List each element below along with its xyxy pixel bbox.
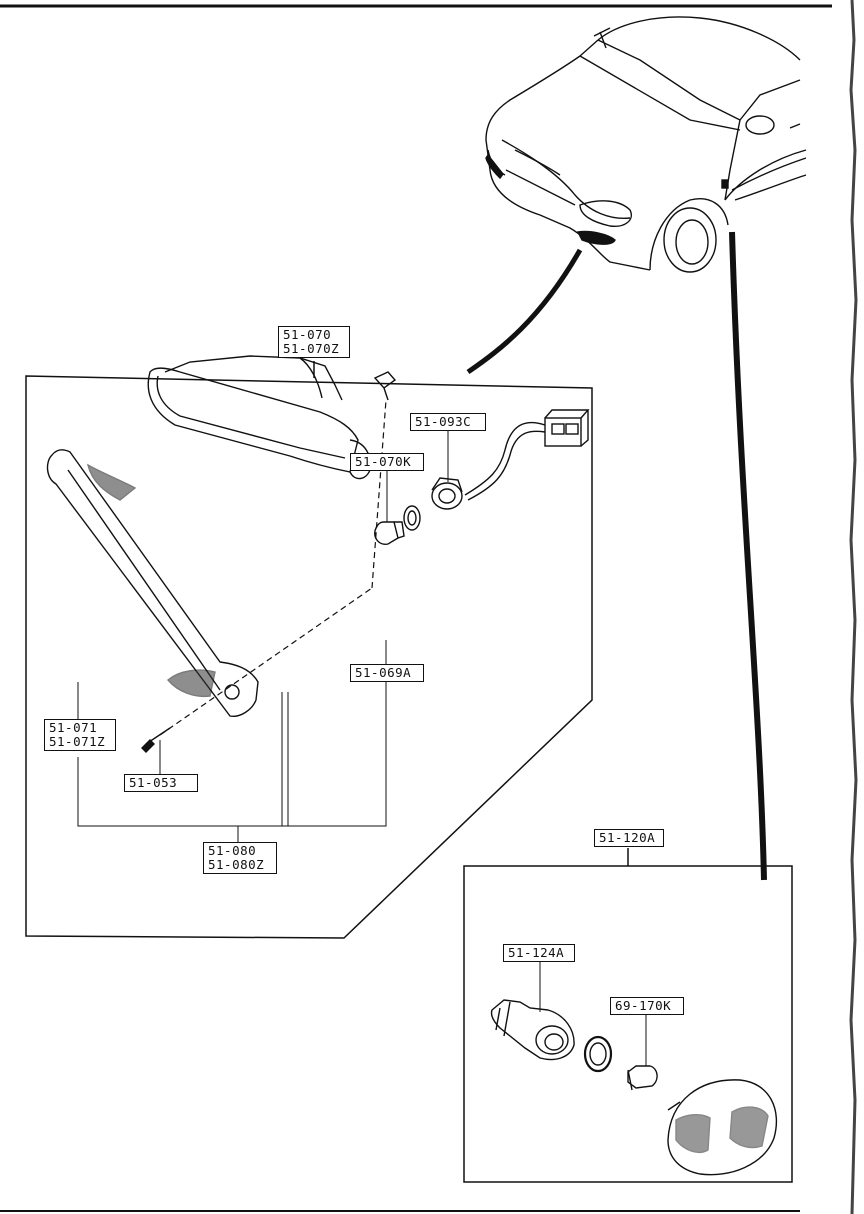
socket-icon bbox=[490, 999, 575, 1061]
callout-harness: 51-093C bbox=[410, 413, 486, 431]
callout-socket-text: 51-124A bbox=[508, 945, 565, 960]
callout-side-assembly-text: 51-120A bbox=[599, 830, 656, 845]
bulb-front-icon bbox=[374, 521, 405, 545]
right-edge-texture bbox=[849, 0, 858, 1214]
callout-gasket: 51-069A bbox=[350, 664, 424, 682]
side-gasket-icon bbox=[583, 1035, 613, 1073]
callout-housing-b: 51-080Z bbox=[208, 857, 265, 872]
callout-bulb-side-text: 69-170K bbox=[615, 998, 672, 1013]
callout-harness-text: 51-093C bbox=[415, 414, 472, 429]
callout-bulb-front-text: 51-070K bbox=[355, 454, 412, 469]
callout-screw: 51-053 bbox=[124, 774, 198, 792]
alignment-dashed-line bbox=[159, 399, 387, 736]
callout-bulb-side: 69-170K bbox=[610, 997, 684, 1015]
callout-socket: 51-124A bbox=[503, 944, 575, 962]
callout-front-assembly-b: 51-070Z bbox=[283, 341, 340, 356]
callout-screw-text: 51-053 bbox=[129, 775, 178, 790]
front-assembly-frame bbox=[25, 375, 593, 939]
screw-icon bbox=[141, 727, 171, 753]
callout-bulb-front: 51-070K bbox=[350, 453, 424, 471]
callout-side-assembly: 51-120A bbox=[594, 829, 664, 847]
car-illustration bbox=[485, 16, 807, 273]
callout-lens: 51-071 51-071Z bbox=[44, 719, 116, 751]
bottom-bracket bbox=[77, 682, 387, 827]
side-lens-icon bbox=[667, 1079, 778, 1176]
callout-lens-a: 51-071 bbox=[49, 720, 98, 735]
callout-front-assembly-a: 51-070 bbox=[283, 327, 332, 342]
lens-icon bbox=[46, 449, 259, 717]
callout-lens-b: 51-071Z bbox=[49, 734, 106, 749]
wire-harness-icon bbox=[431, 409, 590, 510]
callout-housing-a: 51-080 bbox=[208, 843, 257, 858]
washer-icon bbox=[403, 505, 421, 531]
callout-gasket-text: 51-069A bbox=[355, 665, 412, 680]
callout-front-assembly: 51-070 51-070Z bbox=[278, 326, 350, 358]
bulb-side-icon bbox=[627, 1065, 658, 1091]
callout-housing: 51-080 51-080Z bbox=[203, 842, 277, 874]
leader-front bbox=[466, 248, 583, 375]
leader-side bbox=[729, 231, 767, 881]
